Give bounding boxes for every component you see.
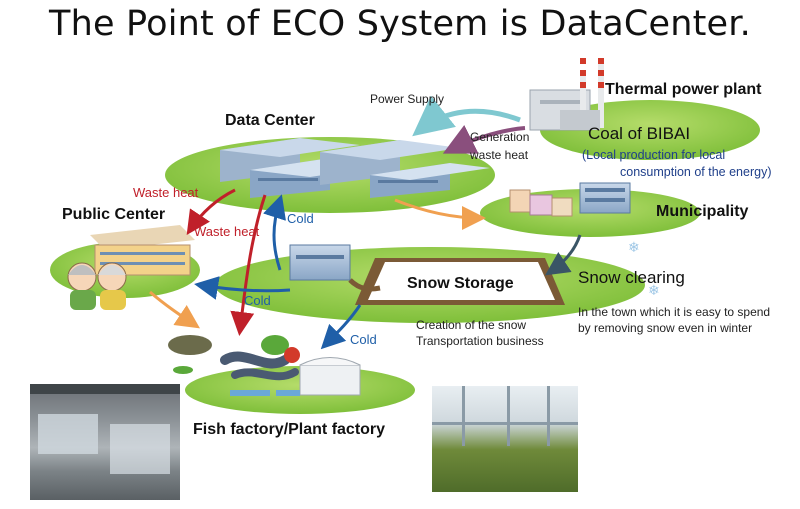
thermal-plant-buildings — [529, 58, 604, 131]
data-center-label: Data Center — [225, 112, 315, 129]
cold-label-1: Cold — [287, 211, 314, 226]
snow-storage-label: Snow Storage — [407, 275, 514, 292]
cold-to-datacenter-arrow — [263, 194, 286, 271]
snow-clearing-arrow — [545, 234, 582, 276]
waste-heat-public-arrow — [186, 188, 236, 235]
public-to-factory-arrow — [149, 290, 200, 329]
power-supply-label: Power Supply — [370, 92, 445, 106]
to-municipality-arrow — [394, 198, 486, 230]
town-note-line-2: by removing snow even in winter — [578, 321, 753, 335]
public-center-building — [90, 225, 195, 276]
waste-heat-factory-arrow — [230, 194, 267, 336]
public-center-label: Public Center — [62, 206, 166, 223]
factory-items — [168, 335, 361, 396]
fish-factory-photo — [30, 384, 180, 500]
data-center-buildings — [220, 138, 490, 198]
plant-factory-photo — [432, 386, 578, 492]
power-supply-arrow — [412, 95, 521, 137]
waste-heat-label-2: Waste heat — [194, 224, 260, 239]
municipality-buildings — [509, 182, 631, 217]
cold-to-public-arrow — [194, 276, 291, 300]
cold-to-factory-arrow — [320, 304, 362, 350]
generation-heat-arrow — [442, 124, 526, 154]
waste-heat-label-1: Waste heat — [133, 185, 199, 200]
cold-label-3: Cold — [350, 332, 377, 347]
creation-label-1: Creation of the snow — [416, 318, 527, 332]
local-production-label-1: (Local production for local — [582, 148, 726, 162]
snowflake-icon: ❄ — [628, 239, 640, 255]
snowflake-icon: ❄ — [648, 282, 660, 298]
thermal-plant-label: Thermal power plant — [605, 81, 762, 98]
town-note-line-1: In the town which it is easy to spend — [578, 305, 771, 319]
cold-label-2: Cold — [244, 293, 271, 308]
factory-label: Fish factory/Plant factory — [193, 421, 386, 438]
coal-label: Coal of BIBAI — [588, 124, 691, 143]
page-title: The Point of ECO System is DataCenter. — [49, 4, 751, 44]
generation-label-2: waste heat — [470, 148, 529, 162]
local-production-label-2: consumption of the energy) — [620, 165, 772, 179]
generation-label-1: Generation — [470, 130, 530, 144]
snow-storage — [289, 244, 565, 305]
municipality-label: Municipality — [656, 203, 749, 220]
elderly-people-icon — [67, 262, 127, 310]
snow-clearing-label: Snow clearing — [578, 268, 685, 287]
creation-label-2: Transportation business — [416, 334, 544, 348]
